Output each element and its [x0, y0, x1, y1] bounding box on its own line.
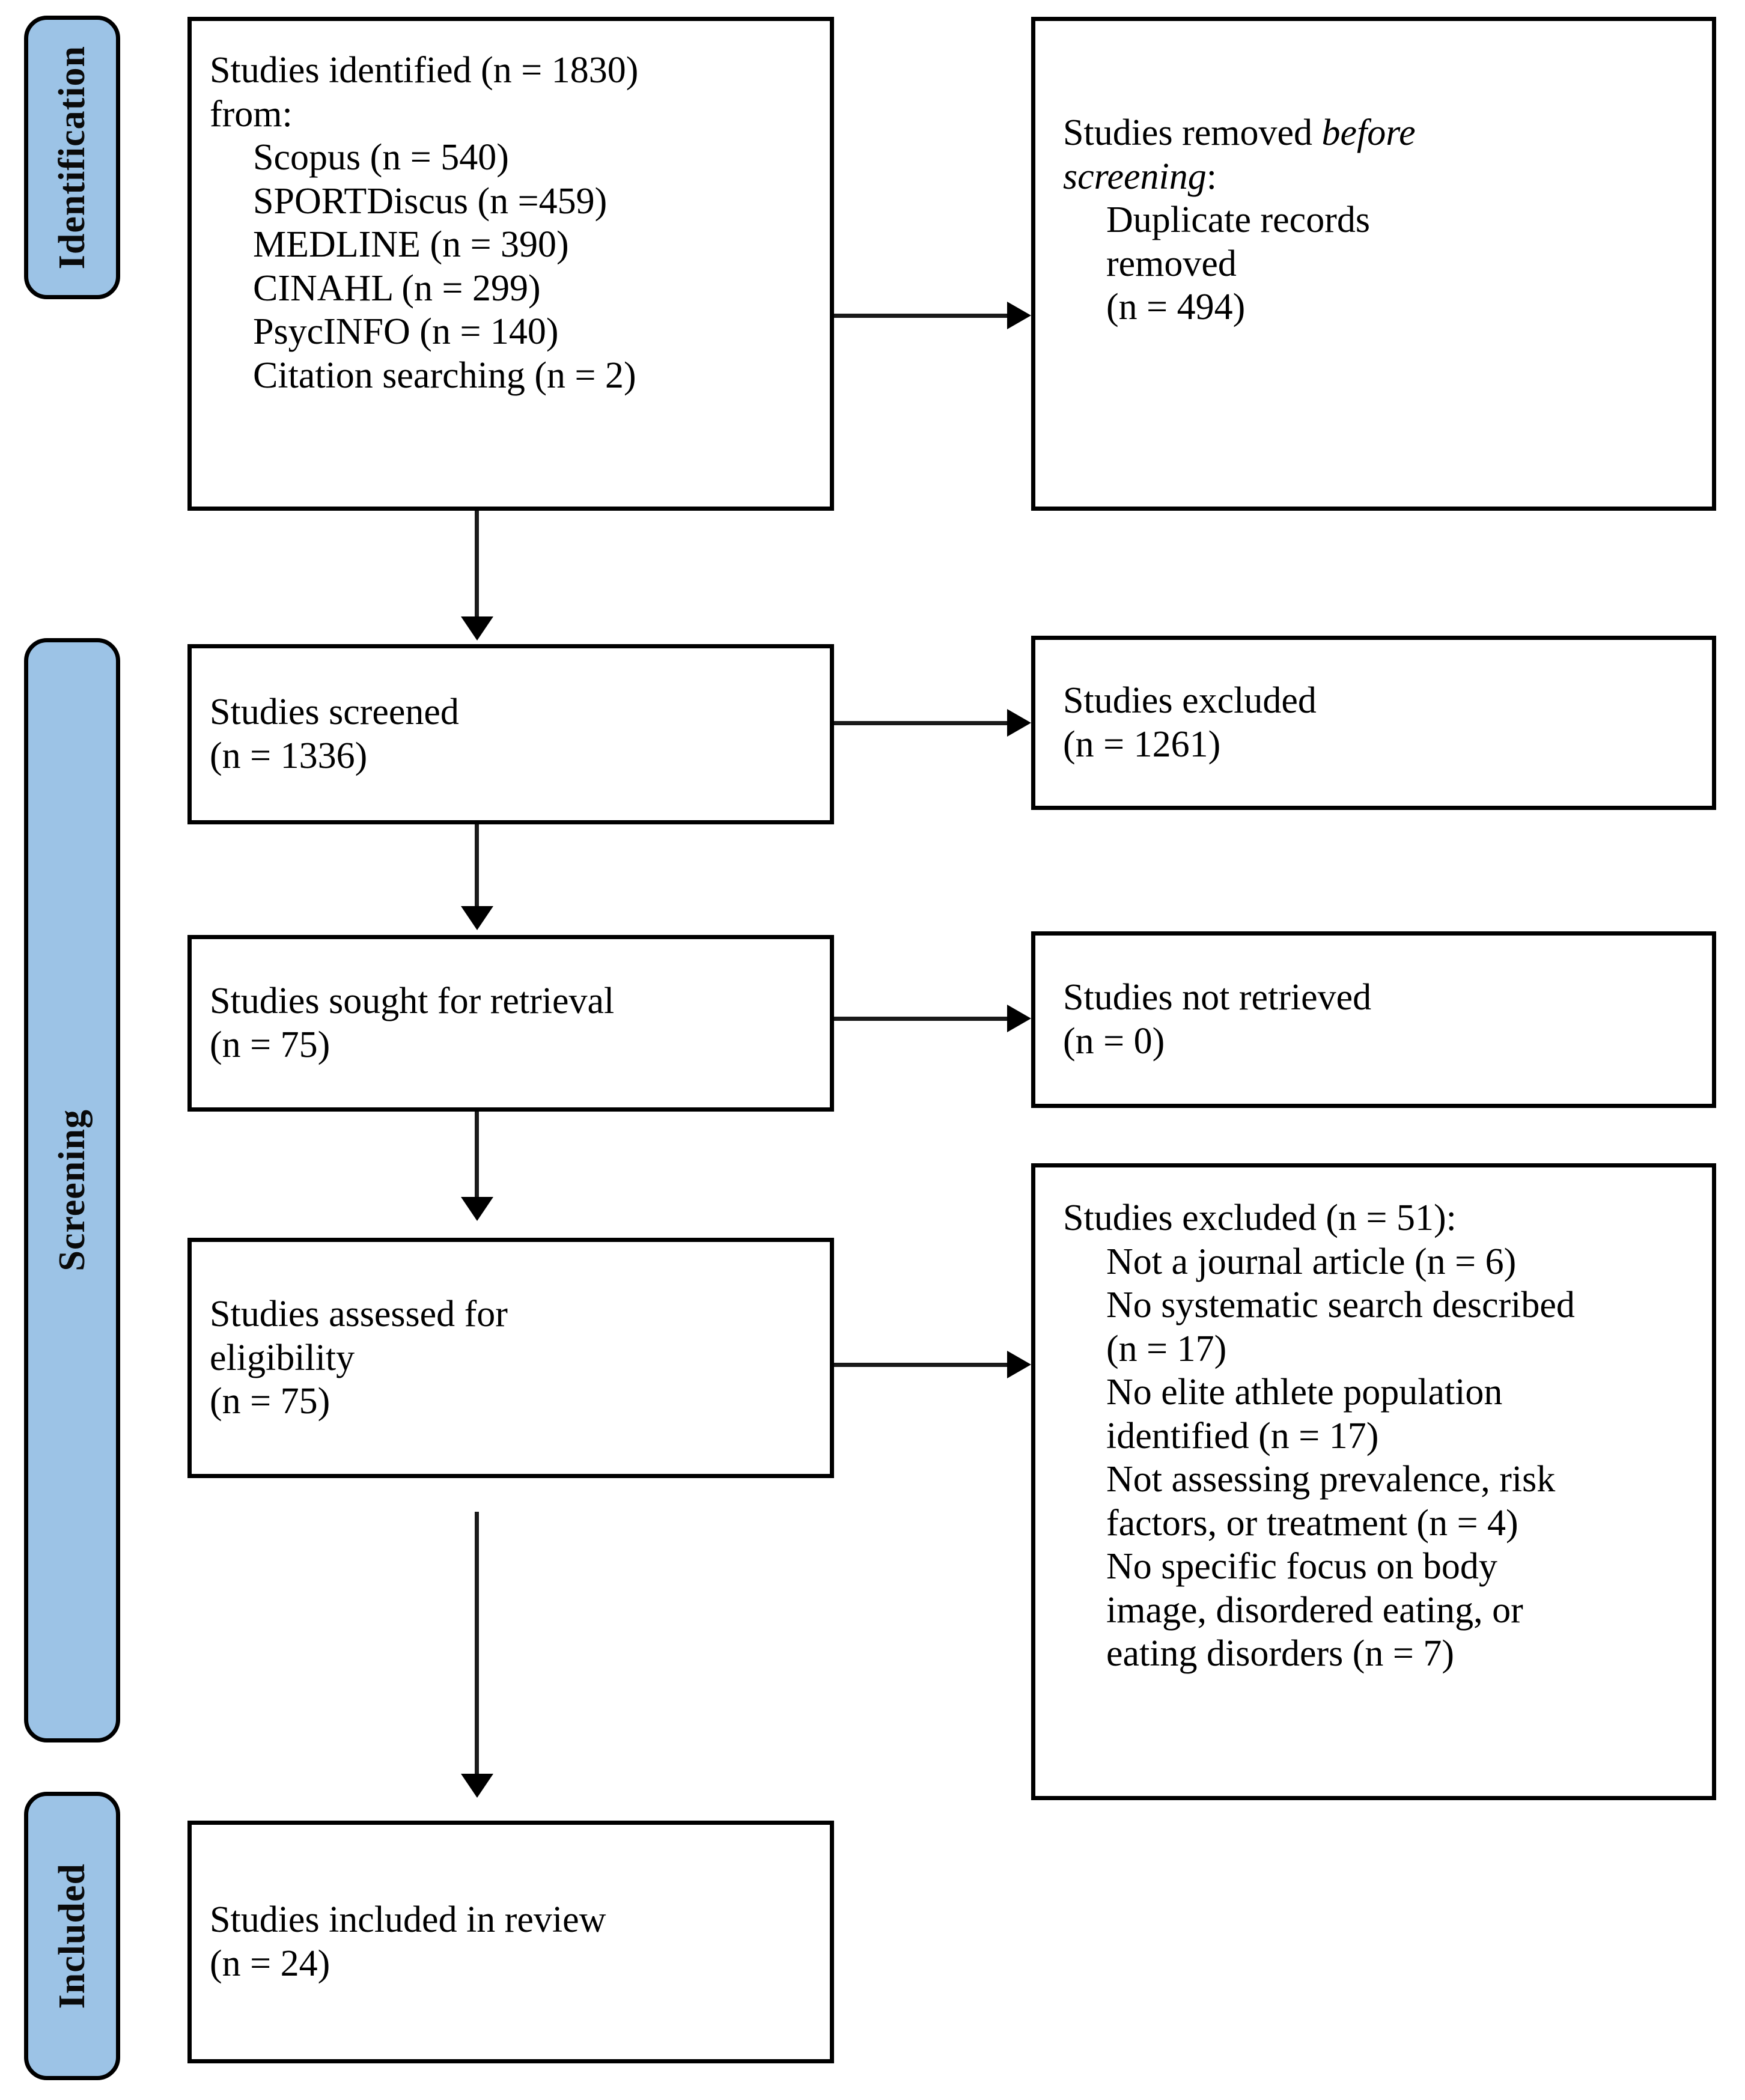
identified-source-psycinfo: PsycINFO (n = 140) — [253, 311, 559, 353]
arrowhead-eligibility-to-included — [461, 1774, 493, 1798]
arrowhead-sought-to-not-retrieved — [1007, 1005, 1031, 1032]
removed-duplicate-line-0: Duplicate records — [1106, 199, 1370, 241]
arrowhead-screened-to-sought — [461, 906, 493, 930]
arrowhead-sought-to-eligibility — [461, 1197, 493, 1221]
excluded-screening-count: (n = 1261) — [1063, 724, 1221, 765]
connector-identified-to-screened — [475, 511, 479, 620]
removed-line-1: screening: — [1063, 155, 1694, 199]
connector-sought-to-not-retrieved — [834, 1017, 1008, 1021]
stage-bar-screening: Screening — [24, 638, 120, 1742]
identified-source-citation-searching: Citation searching (n = 2) — [253, 355, 636, 396]
stage-label-screening: Screening — [52, 1109, 93, 1271]
excluded-reason-4: No specific focus on body — [1106, 1546, 1497, 1587]
included-review-label: Studies included in review — [210, 1899, 606, 1941]
excluded-screening-label: Studies excluded — [1063, 680, 1317, 722]
stage-label-included: Included — [52, 1863, 93, 2009]
identified-source-cinahl: CINAHL (n = 299) — [253, 267, 541, 309]
excluded-eligibility-header: Studies excluded (n = 51): — [1063, 1198, 1457, 1238]
not-retrieved-label: Studies not retrieved — [1063, 977, 1372, 1018]
eligibility-label-line-0: Studies assessed for — [210, 1294, 508, 1335]
excluded-reason-2: No elite athlete population — [1106, 1372, 1503, 1413]
box-studies-screened: Studies screened (n = 1336) — [187, 644, 834, 824]
arrowhead-screened-to-excluded — [1007, 709, 1031, 737]
box-studies-included-in-review: Studies included in review (n = 24) — [187, 1821, 834, 2063]
removed-text-italic-before: before — [1321, 112, 1416, 153]
arrowhead-identified-to-removed — [1007, 302, 1031, 329]
excluded-reason-3: Not assessing prevalence, risk — [1106, 1459, 1556, 1500]
stage-label-identification: Identification — [52, 45, 93, 270]
removed-duplicate-count: (n = 494) — [1106, 287, 1246, 328]
removed-text-plain: Studies removed — [1063, 112, 1322, 153]
connector-eligibility-to-excluded — [834, 1363, 1008, 1367]
eligibility-count: (n = 75) — [210, 1381, 330, 1422]
excluded-reason-4-cont: image, disordered eating, or — [1106, 1589, 1523, 1631]
excluded-reason-3-count: factors, or treatment (n = 4) — [1106, 1502, 1518, 1544]
removed-line-0: Studies removed before — [1063, 111, 1694, 155]
excluded-reason-2-count: identified (n = 17) — [1106, 1415, 1379, 1456]
removed-text-italic-screening: screening — [1063, 156, 1207, 197]
removed-text-colon: : — [1206, 156, 1217, 197]
connector-identified-to-removed — [834, 314, 1008, 318]
box-records-removed-before-screening: Studies removed before screening: Duplic… — [1031, 17, 1716, 511]
arrowhead-eligibility-to-excluded — [1007, 1351, 1031, 1378]
connector-screened-to-excluded — [834, 721, 1008, 725]
screened-count: (n = 1336) — [210, 735, 368, 776]
identified-source-medline: MEDLINE (n = 390) — [253, 224, 569, 266]
identified-line-1: from: — [210, 93, 293, 135]
stage-bar-included: Included — [24, 1792, 120, 2080]
box-studies-excluded-eligibility: Studies excluded (n = 51): Not a journal… — [1031, 1163, 1716, 1800]
excluded-reason-1: No systematic search described — [1106, 1285, 1575, 1326]
screened-label: Studies screened — [210, 692, 459, 733]
identified-source-sportdiscus: SPORTDiscus (n =459) — [253, 180, 608, 222]
arrowhead-identified-to-screened — [461, 616, 493, 641]
not-retrieved-count: (n = 0) — [1063, 1021, 1165, 1062]
excluded-reason-0: Not a journal article (n = 6) — [1106, 1241, 1517, 1282]
box-studies-excluded-screening: Studies excluded (n = 1261) — [1031, 636, 1716, 810]
eligibility-label-line-1: eligibility — [210, 1337, 355, 1378]
sought-retrieval-label: Studies sought for retrieval — [210, 981, 615, 1022]
box-studies-not-retrieved: Studies not retrieved (n = 0) — [1031, 931, 1716, 1108]
connector-screened-to-sought — [475, 824, 479, 908]
connector-sought-to-eligibility — [475, 1112, 479, 1199]
box-studies-assessed-for-eligibility: Studies assessed for eligibility (n = 75… — [187, 1238, 834, 1478]
identified-source-scopus: Scopus (n = 540) — [253, 137, 509, 178]
excluded-reason-1-count: (n = 17) — [1106, 1328, 1227, 1369]
sought-retrieval-count: (n = 75) — [210, 1024, 330, 1065]
connector-eligibility-to-included — [475, 1512, 479, 1776]
box-studies-identified: Studies identified (n = 1830) from: Scop… — [187, 17, 834, 511]
removed-duplicate-line-1: removed — [1106, 243, 1237, 284]
identified-line-0: Studies identified (n = 1830) — [210, 50, 639, 91]
included-review-count: (n = 24) — [210, 1943, 330, 1984]
stage-bar-identification: Identification — [24, 16, 120, 299]
box-studies-sought-for-retrieval: Studies sought for retrieval (n = 75) — [187, 935, 834, 1112]
excluded-reason-4-count: eating disorders (n = 7) — [1106, 1633, 1455, 1675]
